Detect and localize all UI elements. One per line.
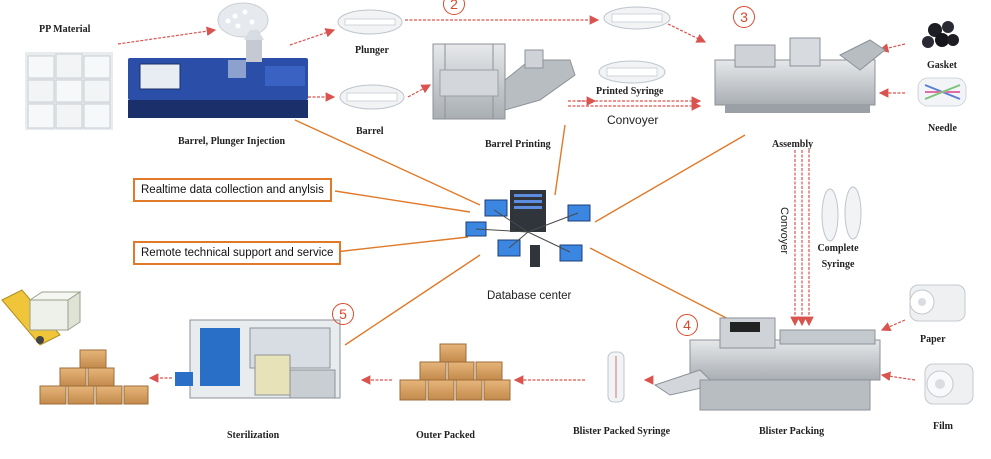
printing-label: Barrel Printing: [485, 139, 551, 150]
link-assembly: [594, 134, 746, 223]
arrow-plunger-into-assembly: [667, 23, 707, 43]
blister-packing-machine: [653, 317, 881, 411]
blister-packed-syringe-label: Blister Packed Syringe: [573, 426, 671, 437]
pp-material-sacks: [25, 52, 113, 130]
step-4-badge: 4: [676, 314, 698, 336]
printed-syringe-label: Printed Syringe: [596, 86, 664, 97]
paper-label: Paper: [920, 334, 946, 345]
realtime-data-callout: Realtime data collection and anylsis: [133, 178, 332, 202]
shipping-truck: [1, 289, 82, 346]
convoyer-vertical-label: Convoyer: [778, 207, 790, 255]
film-roll: [924, 363, 974, 405]
sterilization-machine: [175, 319, 341, 399]
outer-packed-boxes: [399, 343, 511, 401]
arrow-paper-in: [880, 319, 906, 332]
needle-part: [917, 77, 967, 107]
injection-molding-machine: [128, 30, 308, 118]
sterilization-label: Sterilization: [227, 430, 280, 441]
needle-label: Needle: [928, 123, 957, 134]
step-5-badge: 5: [332, 303, 354, 325]
link-remote: [334, 236, 469, 253]
step-3-badge: 3: [733, 6, 755, 28]
arrow-to-plunger: [289, 28, 336, 46]
pp-material-label: PP Material: [39, 24, 91, 35]
complete-syringe-part: [821, 186, 862, 242]
database-center-label: Database center: [487, 290, 572, 302]
shipping-boxes: [39, 349, 149, 405]
convoyer-horizontal-label: Convoyer: [607, 113, 659, 127]
film-label: Film: [933, 421, 953, 432]
assembly-machine: [714, 37, 886, 113]
blister-packing-label: Blister Packing: [759, 426, 825, 437]
plunger-part: [337, 9, 403, 35]
database-center-servers: [465, 190, 591, 267]
link-printing: [554, 124, 566, 196]
barrel-printing-machine: [432, 43, 576, 120]
injection-label: Barrel, Plunger Injection: [178, 136, 286, 147]
link-realtime: [334, 190, 471, 213]
gasket-label: Gasket: [927, 60, 957, 71]
barrel-label: Barrel: [356, 126, 384, 137]
data-links: [294, 119, 746, 346]
outer-packed-label: Outer Packed: [416, 430, 475, 441]
complete-syringe-label-line1: Complete: [817, 243, 859, 254]
flow-arrows: [117, 15, 916, 385]
link-injection: [294, 119, 481, 206]
assembly-label: Assembly: [772, 139, 814, 150]
complete-syringe-label-line2: Syringe: [821, 259, 855, 270]
printed-syringe-part: [598, 6, 671, 84]
link-sterilization: [344, 254, 481, 346]
arrow-to-printing: [407, 84, 432, 98]
link-blister: [589, 247, 741, 326]
plunger-label: Plunger: [355, 45, 389, 56]
paper-roll: [909, 284, 966, 322]
arrow-material-to-hopper: [117, 26, 217, 45]
remote-support-callout: Remote technical support and service: [133, 241, 342, 265]
gasket-part: [922, 21, 959, 48]
barrel-part: [339, 84, 405, 110]
blister-packed-syringe-part: [607, 351, 625, 403]
arrow-film-in: [880, 371, 916, 382]
plastic-pellets: [217, 2, 269, 38]
